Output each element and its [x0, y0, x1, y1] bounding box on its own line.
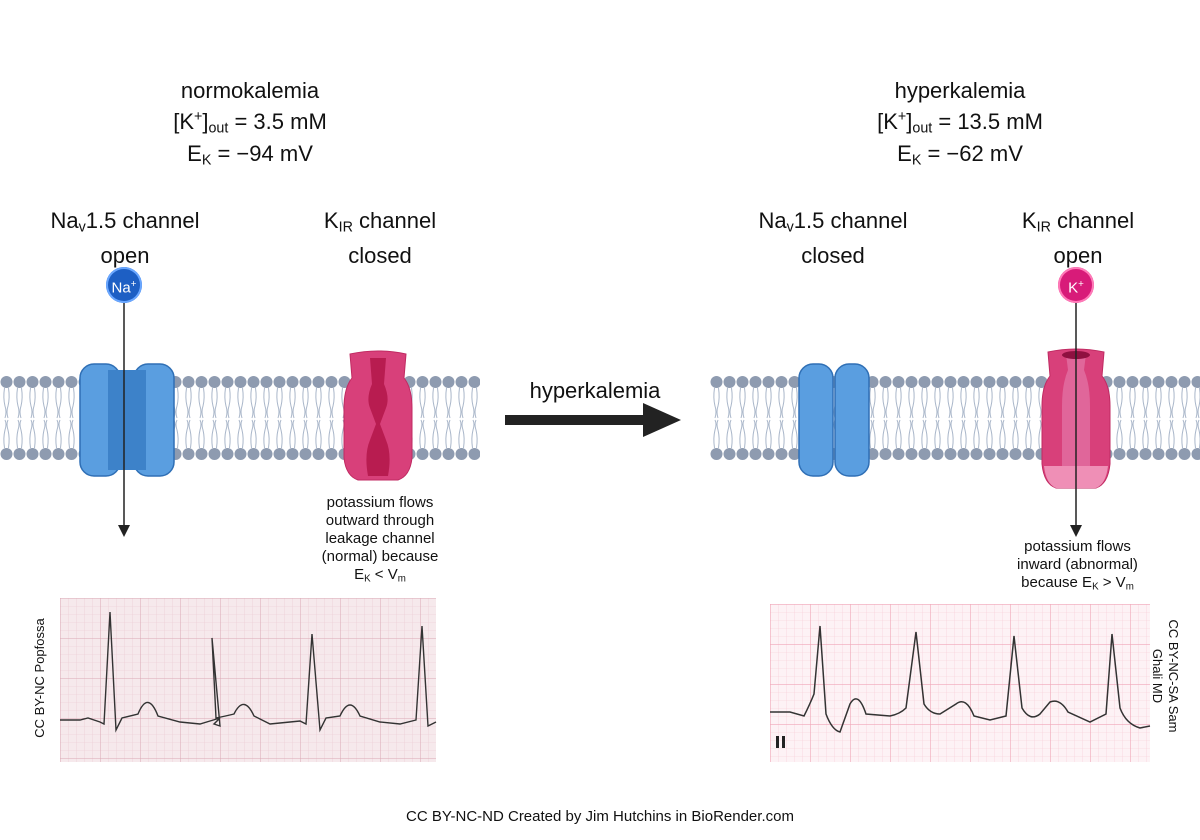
right-ecg-credit: CC BY-NC-SA Sam Ghali MD	[1150, 619, 1181, 733]
left-nav-channel-icon	[79, 363, 175, 477]
right-membrane	[710, 368, 1200, 478]
right-kir-channel-state: open	[1053, 242, 1103, 268]
right-potassium-note: potassium flows inward (abnormal) becaus…	[1017, 538, 1138, 593]
right-kir-channel-label: KIR channel open	[988, 207, 1168, 269]
left-condition-block: normokalemia [K+]out = 3.5 mM EK = −94 m…	[120, 78, 380, 174]
right-nav-channel-state: closed	[801, 242, 865, 268]
left-kir-channel-icon	[343, 350, 413, 481]
left-kir-channel-label: KIR channel closed	[290, 207, 470, 269]
left-nav-channel-label: Nav1.5 channel open	[20, 207, 230, 269]
left-ecg-credit: CC BY-NC Popfossa	[32, 618, 47, 738]
left-kir-channel-state: closed	[348, 242, 412, 268]
footer-credit: CC BY-NC-ND Created by Jim Hutchins in B…	[406, 808, 794, 825]
right-nav-channel-icon	[798, 363, 870, 477]
right-k-out-concentration: [K+]out = 13.5 mM	[877, 108, 1043, 137]
left-condition-title: normokalemia	[180, 78, 320, 103]
potassium-flow-arrow	[1070, 303, 1082, 537]
right-condition-block: hyperkalemia [K+]out = 13.5 mM EK = −62 …	[820, 78, 1100, 174]
transition-arrow-icon	[505, 403, 681, 437]
right-ecg-lead-label: II	[776, 733, 783, 747]
right-condition-title: hyperkalemia	[894, 78, 1026, 103]
left-ecg-strip	[60, 598, 437, 762]
left-potassium-note: potassium flows outward through leakage …	[321, 494, 439, 585]
right-nav-channel-label: Nav1.5 channel closed	[728, 207, 938, 269]
right-ek-potential: EK = −62 mV	[897, 141, 1023, 169]
sodium-flow-arrow	[118, 303, 130, 537]
right-ecg-strip	[770, 604, 1151, 762]
transition-arrow-label: hyperkalemia	[529, 378, 661, 403]
potassium-ion-icon: K+	[1058, 267, 1094, 303]
left-k-out-concentration: [K+]out = 3.5 mM	[173, 108, 327, 137]
left-ek-potential: EK = −94 mV	[187, 141, 313, 169]
left-nav-channel-state: open	[100, 242, 150, 268]
sodium-ion-icon: Na+	[106, 267, 142, 303]
